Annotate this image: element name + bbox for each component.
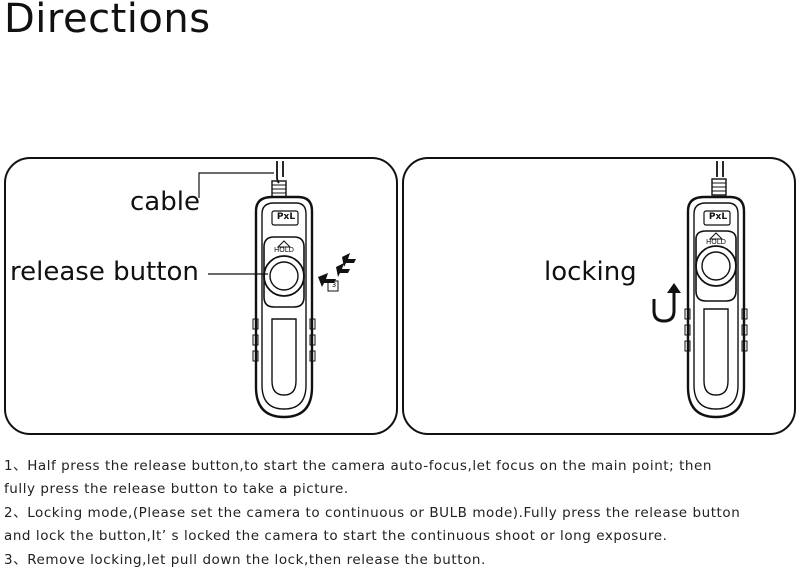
cable-label: cable [130, 187, 200, 217]
remote-body [254, 195, 314, 419]
instruction-line: and lock the button,It’ s locked the cam… [4, 528, 668, 545]
remote-release-illustration [198, 161, 356, 419]
lock-arrow-icon [652, 283, 681, 323]
page-title: Directions [4, 0, 211, 42]
hold-text: HOLD [273, 246, 295, 254]
instruction-line: 3、Remove locking,let pull down the lock,… [4, 551, 486, 568]
step-number: 3 [331, 281, 337, 289]
remote-locking-illustration [652, 161, 748, 419]
brand-mark: PxL [276, 212, 296, 222]
brand-mark: PxL [708, 212, 728, 222]
instruction-line: fully press the release button to take a… [4, 481, 349, 498]
lock-slider [703, 308, 729, 396]
locking-diagram-panel: locking PxL HOLD [402, 157, 796, 435]
lock-slider [271, 318, 297, 396]
brand-logo [271, 210, 299, 226]
instruction-line: 1、Half press the release button,to start… [4, 458, 712, 474]
press-arrows-icon [318, 253, 356, 287]
locking-label: locking [544, 257, 637, 287]
remote-body [686, 195, 746, 419]
instruction-line: 2、Locking mode,(Please set the camera to… [4, 504, 741, 521]
brand-logo [703, 210, 731, 226]
hold-text: HOLD [705, 238, 727, 246]
release-diagram-panel: cable release button PxL HOLD 3 [4, 157, 398, 435]
release-button-label: release button [10, 257, 199, 287]
cable-line [276, 161, 280, 184]
release-button [263, 255, 305, 297]
cable-pointer [198, 172, 274, 198]
locked-button [695, 245, 737, 287]
instructions-text: 1、Half press the release button,to start… [4, 455, 800, 572]
